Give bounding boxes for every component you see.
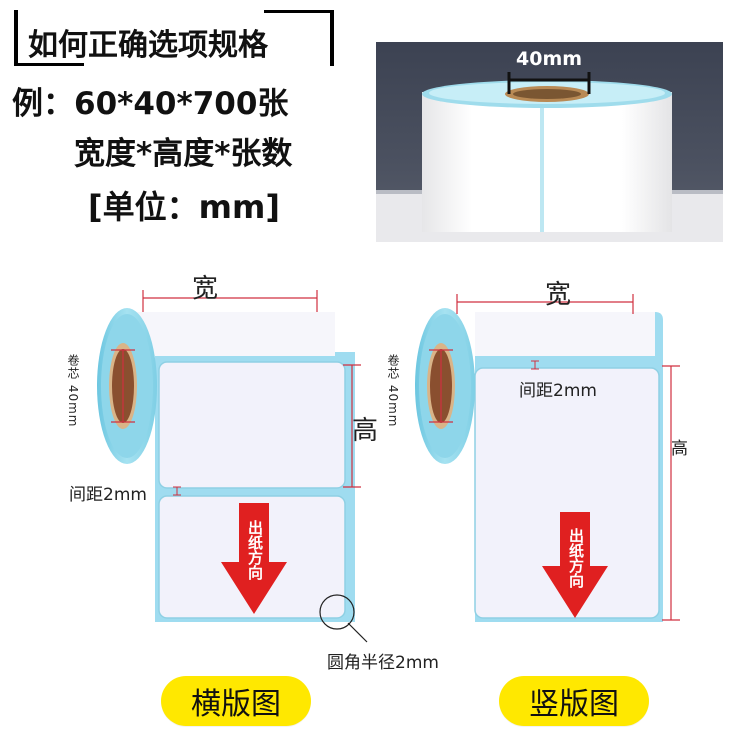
core-diameter-label: 40mm <box>516 48 583 70</box>
portrait-direction-label: 出纸方向 <box>567 528 585 588</box>
portrait-gap-marker <box>531 360 539 370</box>
portrait-core-dimension <box>429 349 453 423</box>
spec-formula: 宽度*高度*张数 <box>74 136 293 172</box>
landscape-width-label: 宽 <box>192 274 219 304</box>
portrait-roll <box>415 308 663 622</box>
corner-magnifier <box>319 594 355 630</box>
landscape-core-label: 卷芯 40mm <box>66 354 80 428</box>
portrait-core-label: 卷芯 40mm <box>386 354 400 428</box>
example-spec: 例：60*40*700张 <box>12 86 289 122</box>
corner-radius-label: 圆角半径2mm <box>327 653 439 673</box>
roll-photo: 40mm <box>376 42 723 242</box>
portrait-gap-label: 间距2mm <box>519 381 597 401</box>
title-box-accent-top <box>264 10 334 13</box>
landscape-width-dimension <box>142 290 318 312</box>
landscape-caption: 横版图 <box>161 676 311 726</box>
landscape-gap-label: 间距2mm <box>69 485 147 505</box>
portrait-feed-arrow <box>542 512 608 618</box>
landscape-gap-marker <box>173 486 181 496</box>
portrait-width-label: 宽 <box>545 280 572 310</box>
landscape-direction-label: 出纸方向 <box>246 520 264 580</box>
portrait-height-dimension <box>662 365 680 621</box>
label-diagrams: 宽 高 卷芯 40mm 间距2mm 出纸方向 圆角半径2mm 宽 高 卷芯 40… <box>55 250 705 750</box>
page-title: 如何正确选项规格 <box>28 28 268 63</box>
portrait-width-dimension <box>456 294 634 314</box>
landscape-core-dimension <box>111 349 135 423</box>
landscape-height-dimension <box>343 364 361 488</box>
title-box: 如何正确选项规格 <box>14 10 334 66</box>
landscape-roll <box>97 308 355 622</box>
portrait-height-label: 高 <box>671 439 688 459</box>
unit-note: [单位：mm] <box>88 188 280 226</box>
portrait-caption: 竖版图 <box>499 676 649 726</box>
landscape-feed-arrow <box>221 503 287 614</box>
title-box-accent-bottom <box>14 63 84 66</box>
roll-photo-illustration <box>376 72 723 242</box>
landscape-height-label: 高 <box>352 416 379 446</box>
roll-diagrams <box>97 290 680 643</box>
